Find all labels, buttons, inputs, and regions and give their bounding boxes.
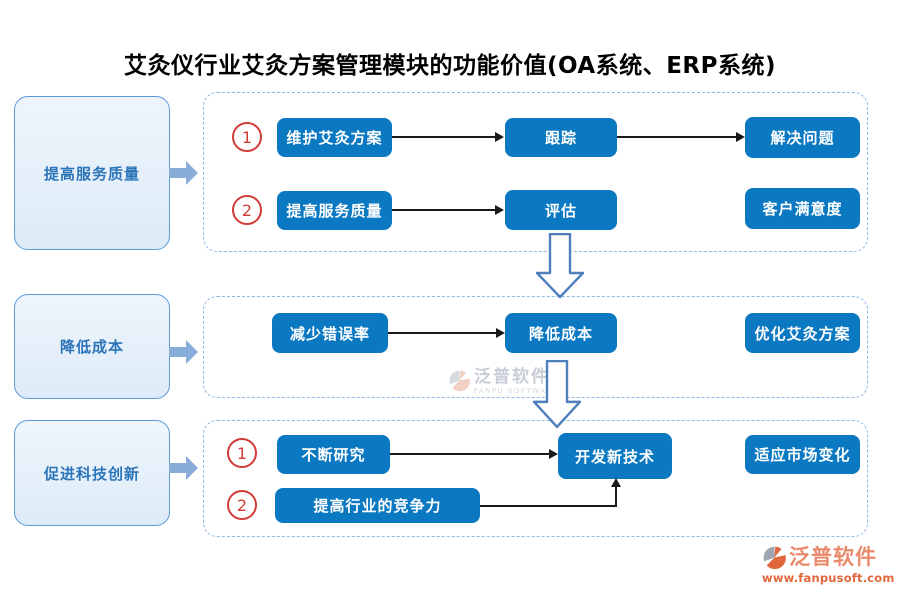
node-reduce-cost: 降低成本 [505, 313, 617, 353]
node-label: 不断研究 [301, 446, 366, 464]
node-label: 评估 [544, 201, 577, 220]
benefit-box-label: 降低成本 [59, 338, 124, 356]
footer-brand-block: 泛普软件 www.fanpusoft.com [762, 545, 895, 586]
benefit-box-label: 促进科技创新 [43, 464, 140, 483]
connector-research-to-develop [390, 453, 551, 455]
node-reduce-error-rate: 减少错误率 [272, 313, 388, 353]
page-title: 艾灸仪行业艾灸方案管理模块的功能价值(OA系统、ERP系统) [123, 53, 777, 79]
connector-track-to-solve [617, 136, 738, 138]
node-label: 减少错误率 [289, 324, 370, 343]
arrowhead-right [496, 328, 505, 338]
arrowhead-right [549, 449, 558, 459]
node-improve-service: 提高服务质量 [277, 191, 392, 230]
step-marker-2: 2 [227, 490, 257, 520]
node-label: 客户满意度 [762, 200, 843, 218]
node-adapt-market: 适应市场变化 [745, 435, 860, 474]
node-solve-problem: 解决问题 [745, 117, 860, 158]
step-marker-2: 2 [232, 195, 262, 225]
node-label: 降低成本 [528, 324, 593, 343]
node-label: 解决问题 [770, 129, 835, 147]
node-label: 提高行业的竞争力 [313, 497, 442, 515]
node-continuous-research: 不断研究 [277, 435, 390, 474]
benefit-box-label: 提高服务质量 [43, 164, 140, 183]
step-marker-1: 1 [232, 122, 262, 152]
node-optimize-plan: 优化艾灸方案 [745, 313, 860, 353]
step-marker-number: 1 [236, 443, 248, 463]
connector-error-to-cost [388, 332, 498, 334]
node-industry-competitiveness: 提高行业的竞争力 [275, 488, 480, 523]
node-label: 优化艾灸方案 [754, 324, 851, 343]
benefit-box-reduce-cost: 降低成本 [14, 294, 170, 399]
connector-maintain-to-track [392, 136, 496, 138]
arrowhead-right [736, 132, 745, 142]
node-develop-new-tech: 开发新技术 [558, 433, 672, 479]
fanpu-logo-icon [763, 546, 786, 570]
down-block-arrow-1 [536, 233, 584, 299]
connector-improve-to-evaluate [392, 209, 496, 211]
node-track: 跟踪 [505, 118, 617, 157]
benefit-box-innovation: 促进科技创新 [14, 420, 170, 526]
node-label: 开发新技术 [574, 447, 655, 466]
connector-competitiveness-elbow-v [615, 487, 617, 507]
step-marker-number: 2 [241, 200, 253, 220]
node-label: 维护艾灸方案 [286, 129, 383, 147]
right-block-arrow [169, 340, 198, 364]
down-block-arrow-2 [533, 360, 581, 429]
step-marker-1: 1 [227, 438, 257, 468]
node-label: 跟踪 [544, 129, 577, 147]
node-label: 提高服务质量 [286, 202, 383, 220]
node-evaluate: 评估 [505, 190, 617, 230]
right-block-arrow [169, 161, 198, 185]
benefit-box-service-quality: 提高服务质量 [14, 96, 170, 250]
node-maintain-plan: 维护艾灸方案 [277, 118, 392, 157]
node-label: 适应市场变化 [754, 446, 851, 464]
step-marker-number: 2 [236, 495, 248, 515]
arrowhead-right [495, 132, 504, 142]
arrowhead-up [611, 478, 621, 487]
right-block-arrow [169, 456, 198, 480]
arrowhead-right [495, 205, 504, 215]
connector-competitiveness-elbow-h [480, 505, 617, 507]
step-marker-number: 1 [241, 127, 253, 147]
footer-brand-name: 泛普软件 [789, 545, 877, 569]
node-customer-satisfaction: 客户满意度 [745, 188, 860, 229]
footer-website: www.fanpusoft.com [762, 571, 895, 586]
